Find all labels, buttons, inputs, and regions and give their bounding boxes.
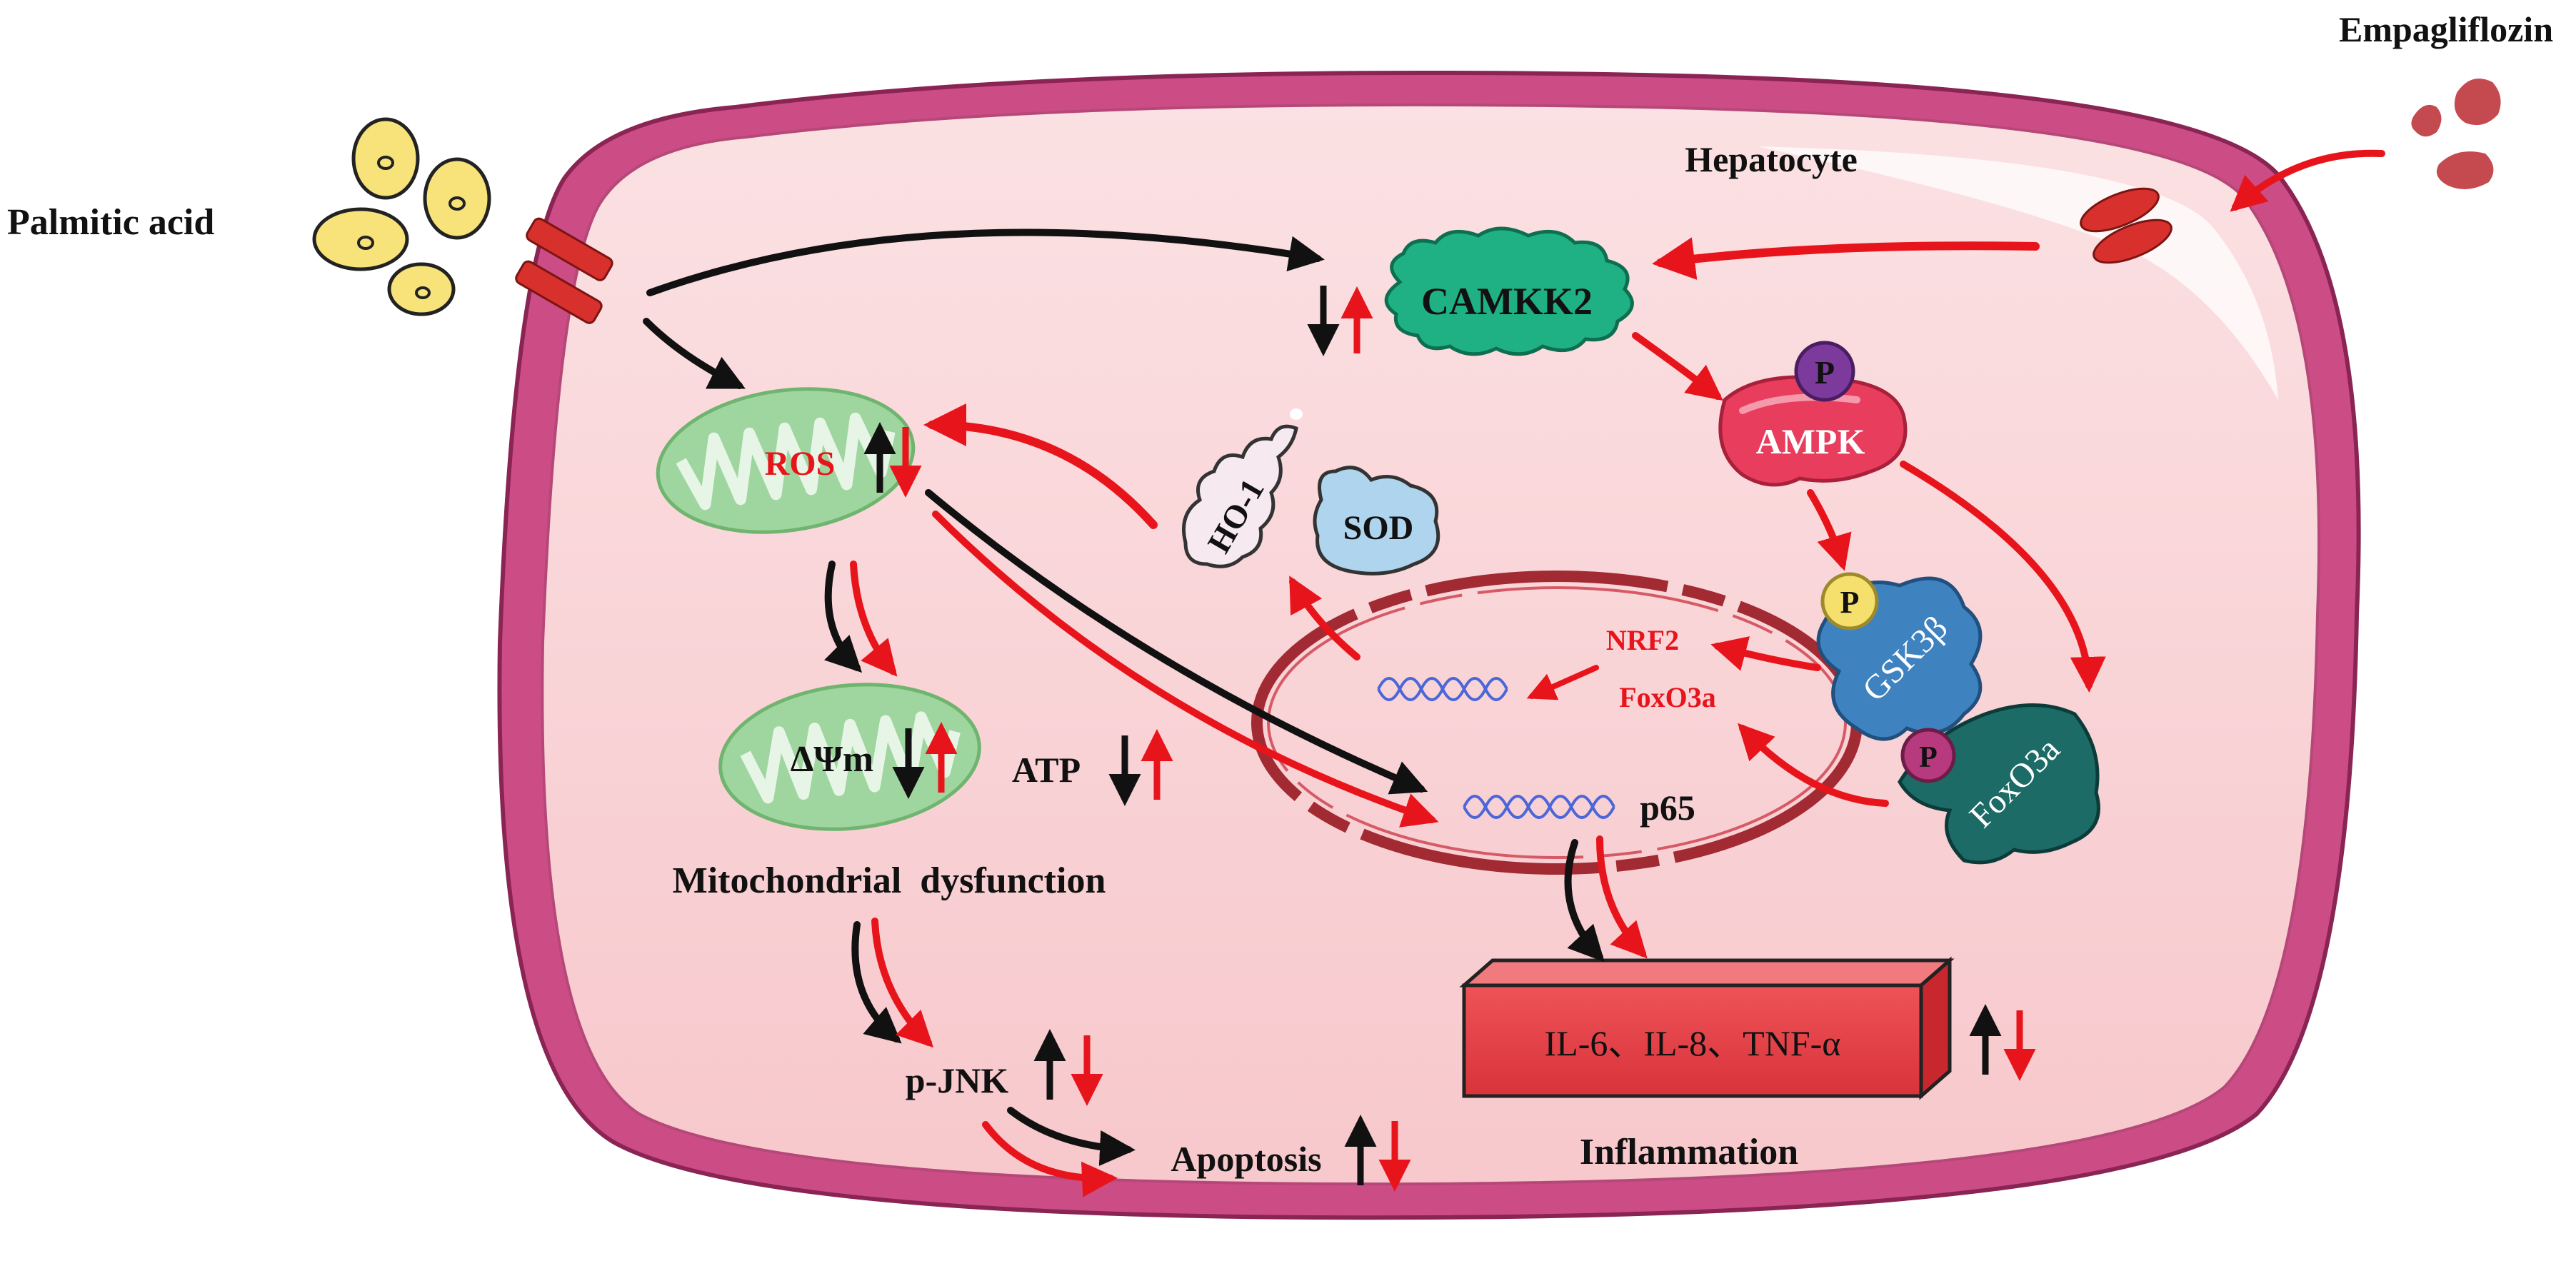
arrow-p65-to-inflam-k xyxy=(1564,839,1605,963)
phospho-ampk-label: P xyxy=(1815,354,1835,391)
arrow-empa-to-channel xyxy=(2230,149,2385,212)
sglt2-channel-icon xyxy=(2080,187,2172,264)
arrow-dys-to-jnk-r xyxy=(871,918,934,1048)
pjnk-label: p-JNK xyxy=(906,1060,1009,1100)
ros-label: ROS xyxy=(765,445,836,483)
arrow-dys-to-jnk-k xyxy=(851,921,902,1044)
phospho-foxo3a-icon: P xyxy=(1900,728,1956,783)
ampk-highlight xyxy=(1739,393,1860,414)
arrow-foxo3a-to-nucleus xyxy=(1738,723,1889,807)
sod-protein xyxy=(1313,466,1440,576)
arrow-jnk-to-apop-k xyxy=(1007,1107,1136,1166)
empagliflozin-label: Empagliflozin xyxy=(2339,9,2553,49)
delta-psi-label: ΔΨm xyxy=(791,739,873,780)
cytokines-label: IL-6、IL-8、TNF-α xyxy=(1545,1023,1841,1063)
camkk2-label: CAMKK2 xyxy=(1421,280,1593,323)
arrow-p65-to-inflam-r xyxy=(1596,835,1648,959)
arrow-jnk-to-apop-r xyxy=(982,1121,1118,1197)
camkk2-protein xyxy=(1384,226,1634,356)
arrow-gsk3b-to-nrf2 xyxy=(1710,636,1821,671)
arrow-ampk-to-foxo3a xyxy=(1900,461,2106,693)
ros-change-arrows xyxy=(863,422,922,498)
arrow-nucleus-to-ho1 xyxy=(1289,576,1360,660)
nrf2-label: NRF2 xyxy=(1606,624,1679,656)
mmp-change-arrows xyxy=(892,722,958,799)
phospho-gsk3b-icon: P xyxy=(1820,572,1879,630)
apoptosis-label: Apoptosis xyxy=(1171,1139,1321,1179)
atp-label: ATP xyxy=(1012,750,1081,790)
atp-change-arrows xyxy=(1108,729,1173,806)
arrow-channel-to-camkk2 xyxy=(1652,237,2040,280)
ho1-dot-icon xyxy=(1290,408,1303,420)
arrow-ros-to-p65-r xyxy=(932,511,1439,828)
arrow-ros-to-mmp-k xyxy=(824,561,863,673)
phospho-foxo3a-label: P xyxy=(1919,741,1938,774)
cytokine-box xyxy=(1459,956,1955,1100)
empagliflozin-molecules xyxy=(2411,79,2501,189)
arrow-pa-to-camkk2 xyxy=(646,228,1325,296)
arrow-factors-to-dna xyxy=(1526,665,1599,700)
dna-helix-p65 xyxy=(1463,795,1615,819)
palmitic-acid-label: Palmitic acid xyxy=(7,202,214,243)
sod-label: SOD xyxy=(1343,509,1414,547)
black-arrows xyxy=(643,228,1605,1166)
apoptosis-change-arrows xyxy=(1344,1115,1411,1192)
arrow-ampk-to-gsk3b xyxy=(1807,489,1852,571)
jnk-change-arrows xyxy=(1033,1029,1103,1106)
red-arrows xyxy=(850,149,2385,1197)
foxo3a-gene-label: FoxO3a xyxy=(1619,681,1716,713)
phospho-ampk-icon: P xyxy=(1794,341,1855,402)
arrow-ros-to-p65 xyxy=(925,489,1428,795)
palmitic-acid-droplets xyxy=(312,117,491,316)
hepatocyte-label: Hepatocyte xyxy=(1685,139,1858,179)
cell-membrane-inner xyxy=(541,103,2321,1186)
pa-transporter-icon xyxy=(515,217,613,324)
mitochondrion-ros xyxy=(656,387,916,534)
mito-dysfunction-label: Mitochondrial dysfunction xyxy=(673,860,1106,901)
inflammation-change-arrows xyxy=(1969,1004,2036,1081)
arrow-ho1-to-ros xyxy=(923,403,1158,529)
arrow-ros-to-mmp-r xyxy=(850,561,898,677)
dna-helix-nrf2 xyxy=(1377,677,1508,701)
ho1-protein xyxy=(1182,424,1298,568)
camkk2-change-arrows xyxy=(1307,286,1373,356)
arrow-pa-to-mito xyxy=(643,318,746,389)
inflammation-label: Inflammation xyxy=(1580,1132,1798,1172)
p65-label: p65 xyxy=(1640,788,1695,828)
phospho-gsk3b-label: P xyxy=(1840,585,1860,620)
arrow-camkk2-to-ampk xyxy=(1632,332,1723,401)
ampk-label: AMPK xyxy=(1756,421,1865,461)
